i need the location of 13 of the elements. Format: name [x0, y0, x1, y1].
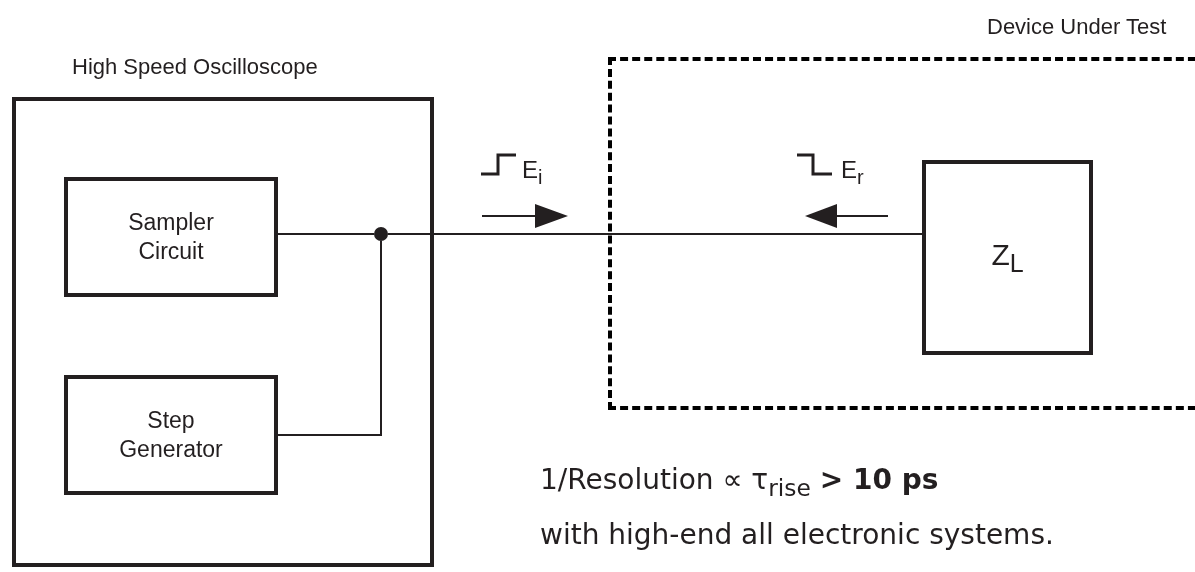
box-title: High Speed Oscilloscope	[72, 54, 318, 80]
process-box: Step Generator	[64, 375, 278, 495]
connector-line	[277, 240, 382, 436]
connector-line	[387, 233, 923, 235]
note-text: 1/Resolution ∝ τ$_{rise}$ > 10 ps	[540, 463, 939, 502]
box-title: Device Under Test	[987, 14, 1167, 40]
signal-label: E$_{i}$	[522, 156, 543, 189]
note-text: with high-end all electronic systems.	[540, 518, 1054, 551]
process-box: Sampler Circuit	[64, 177, 278, 297]
signal-label: E$_{r}$	[841, 156, 864, 189]
junction-dot	[374, 227, 388, 241]
load-box: Z$_{L}$	[922, 160, 1093, 355]
connector-line	[277, 233, 375, 235]
